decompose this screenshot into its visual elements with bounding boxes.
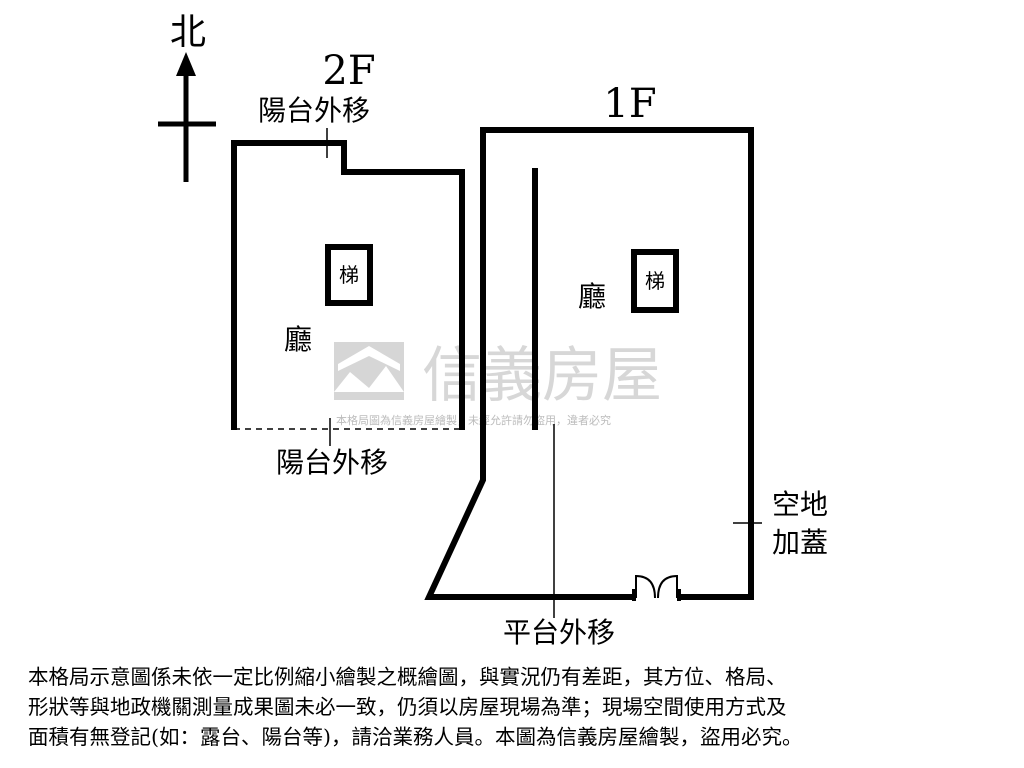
north-compass: 北 bbox=[158, 12, 216, 182]
balcony-bottom-label: 陽台外移 bbox=[276, 446, 388, 479]
disclaimer-line-3: 面積有無登記(如：露台、陽台等)，請洽業務人員。本圖為信義房屋繪製，盜用必究。 bbox=[28, 725, 803, 749]
floor-2f-stair-label: 梯 bbox=[339, 263, 359, 287]
floor-1f-walls bbox=[424, 127, 754, 600]
floor-2f-hall-label: 廳 bbox=[284, 323, 312, 356]
floor-2f-plan: 梯 廳 2F 陽台外移 陽台外移 bbox=[231, 48, 465, 479]
floor-2f-staircase bbox=[325, 244, 373, 306]
floor-2f-label: 2F bbox=[322, 48, 375, 94]
floor-2f-walls bbox=[231, 140, 465, 430]
north-label: 北 bbox=[170, 12, 206, 53]
disclaimer-text: 本格局示意圖係未依一定比例縮小繪製之概繪圖，與實況仍有差距，其方位、格局、 形狀… bbox=[28, 662, 998, 752]
floor-plan-diagram: 北 信義房屋 本格局圖為信義房屋繪製，未經允許請勿盜用，違者必究 梯 廳 2F … bbox=[158, 12, 828, 649]
watermark-brand: 信義房屋 bbox=[422, 341, 662, 411]
balcony-top-label: 陽台外移 bbox=[258, 94, 370, 127]
floor-1f-stair-label: 梯 bbox=[645, 269, 665, 293]
floor-1f-plan: 梯 廳 1F 空地 加蓋 平台外移 bbox=[424, 81, 828, 649]
double-door-icon bbox=[632, 574, 681, 601]
arrow-up-icon bbox=[176, 52, 196, 76]
sinyi-logo-icon bbox=[334, 342, 404, 400]
vacant-land-label-line1: 空地 bbox=[772, 488, 828, 521]
platform-label: 平台外移 bbox=[503, 616, 615, 649]
disclaimer-line-2: 形狀等與地政機關測量成果圖未必一致，仍須以房屋現場為準；現場空間使用方式及 bbox=[28, 695, 787, 719]
watermark-notice: 本格局圖為信義房屋繪製，未經允許請勿盜用，違者必究 bbox=[336, 413, 611, 427]
floor-1f-label: 1F bbox=[603, 81, 656, 127]
disclaimer-line-1: 本格局示意圖係未依一定比例縮小繪製之概繪圖，與實況仍有差距，其方位、格局、 bbox=[28, 665, 787, 689]
floor-1f-staircase bbox=[631, 249, 679, 313]
vacant-land-label-line2: 加蓋 bbox=[772, 526, 828, 559]
watermark: 信義房屋 本格局圖為信義房屋繪製，未經允許請勿盜用，違者必究 bbox=[334, 341, 662, 427]
floor-1f-hall-label: 廳 bbox=[578, 280, 606, 313]
